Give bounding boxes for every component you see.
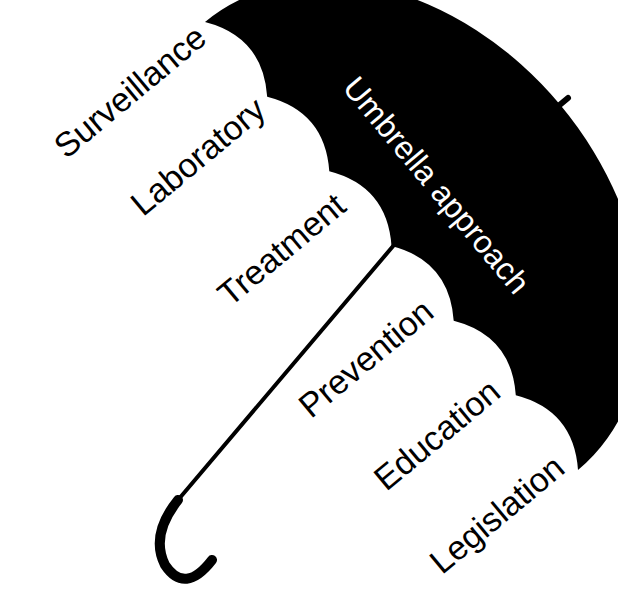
rib-label: Treatment [210,186,353,314]
rib-label: Laboratory [123,90,273,224]
rib-label: Education [367,372,508,499]
rib-label: Legislation [422,448,572,582]
canopy-fill [205,0,618,470]
rib-label: Prevention [291,291,441,425]
umbrella-hook [160,500,212,579]
